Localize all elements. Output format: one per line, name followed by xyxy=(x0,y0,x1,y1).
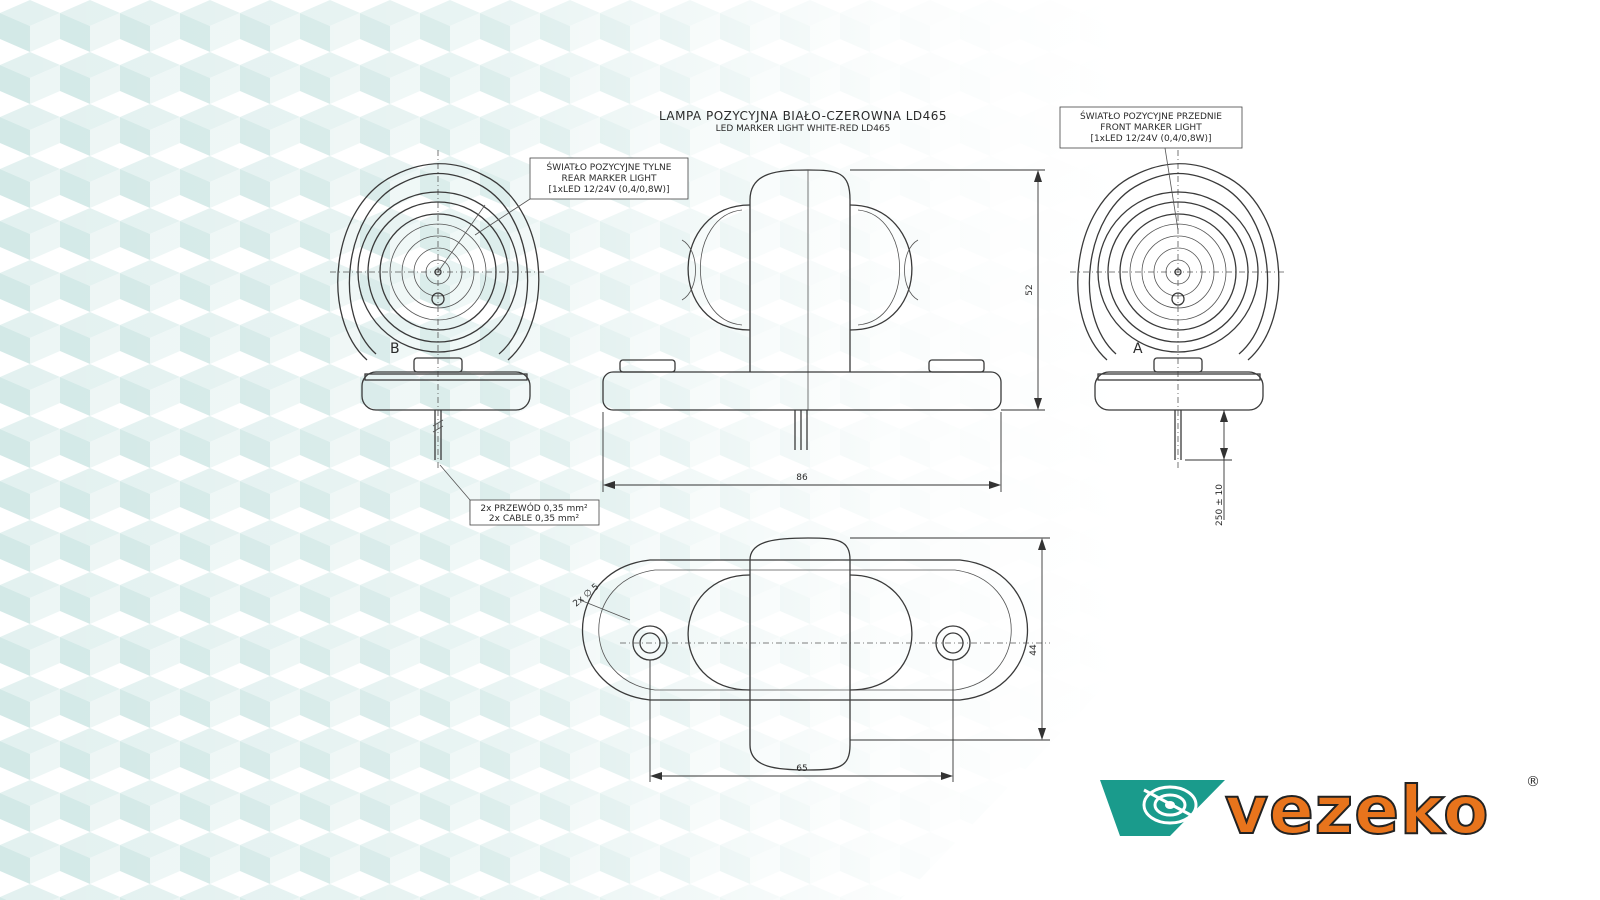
rear-view: B xyxy=(330,150,545,470)
dim-width-value: 86 xyxy=(796,473,808,483)
cable-label-en: 2x CABLE 0,35 mm² xyxy=(489,514,580,524)
vezeko-logo: vezeko ® xyxy=(1100,771,1540,858)
dimension-width: 86 xyxy=(602,412,1002,492)
dim-cable-value: 250 ± 10 xyxy=(1215,484,1225,526)
vezeko-emblem-icon xyxy=(1100,780,1225,836)
dim-height-value: 52 xyxy=(1025,284,1035,295)
front-view: A xyxy=(1070,150,1285,470)
cable-label: 2x PRZEWÓD 0,35 mm² 2x CABLE 0,35 mm² xyxy=(439,464,600,526)
dimension-depth: 44 xyxy=(850,537,1050,741)
dimension-height: 52 xyxy=(850,169,1045,411)
dim-spacing-value: 65 xyxy=(796,764,807,774)
top-view: 2x ∅ 5 xyxy=(572,537,1050,771)
drawing-subtitle: LED MARKER LIGHT WHITE-RED LD465 xyxy=(716,124,891,134)
rear-label-pl: ŚWIATŁO POZYCYJNE TYLNE xyxy=(547,161,672,173)
rear-label-en: REAR MARKER LIGHT xyxy=(562,174,657,184)
rear-light-label: ŚWIATŁO POZYCYJNE TYLNE REAR MARKER LIGH… xyxy=(474,157,689,236)
view-letter-a: A xyxy=(1133,341,1143,357)
brand-name: vezeko xyxy=(1224,771,1490,850)
view-letter-b: B xyxy=(390,341,400,357)
front-light-label: ŚWIATŁO POZYCYJNE PRZEDNIE FRONT MARKER … xyxy=(1059,106,1243,231)
registered-mark: ® xyxy=(1526,774,1540,790)
cable-label-pl: 2x PRZEWÓD 0,35 mm² xyxy=(480,502,588,514)
dimension-hole-spacing: 65 xyxy=(649,660,954,782)
dim-depth-value: 44 xyxy=(1029,644,1039,656)
dimension-cable-length: 250 ± 10 xyxy=(1185,410,1232,526)
front-label-spec: [1xLED 12/24V (0,4/0,8W)] xyxy=(1090,134,1211,144)
front-label-en: FRONT MARKER LIGHT xyxy=(1100,123,1202,133)
front-label-pl: ŚWIATŁO POZYCYJNE PRZEDNIE xyxy=(1080,110,1222,122)
rear-label-spec: [1xLED 12/24V (0,4/0,8W)] xyxy=(548,185,669,195)
drawing-title: LAMPA POZYCYJNA BIAŁO-CZEROWNA LD465 xyxy=(659,109,947,123)
side-view xyxy=(602,169,1002,450)
